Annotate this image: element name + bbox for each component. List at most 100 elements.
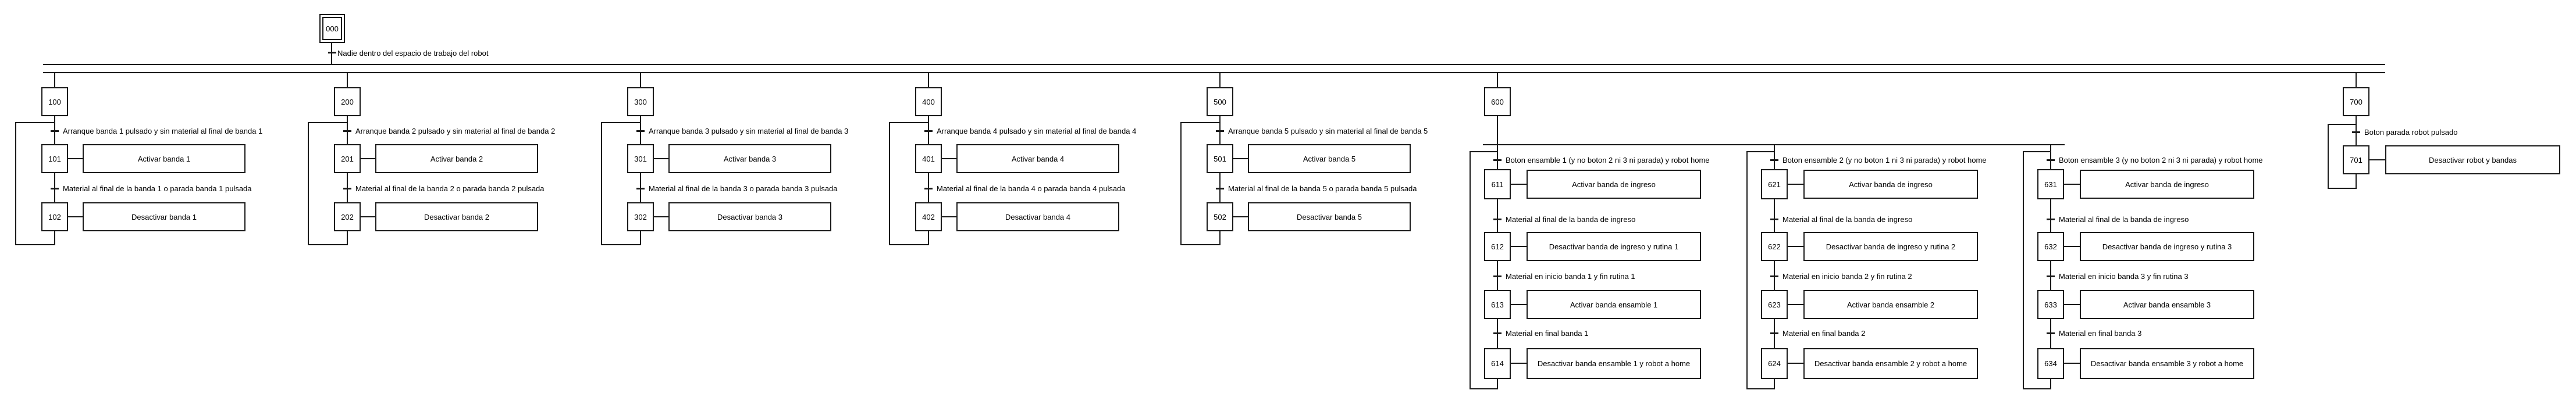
loop-return-line (1180, 122, 1220, 245)
action-link-line (1511, 304, 1527, 305)
transition-tick (2352, 131, 2360, 133)
action-label: Desactivar banda ensamble 1 y robot a ho… (1537, 359, 1691, 368)
flow-line (347, 72, 348, 87)
transition-label: Boton parada robot pulsado (2364, 128, 2458, 137)
transition-tick (1216, 130, 1224, 132)
transition-label: Boton ensamble 1 (y no boton 2 ni 3 ni p… (1506, 156, 1710, 164)
step-box: 614 (1484, 348, 1511, 379)
action-link-line (2064, 184, 2080, 185)
action-box: Desactivar banda ensamble 2 y robot a ho… (1803, 348, 1978, 379)
action-label: Desactivar banda de ingreso y rutina 3 (2102, 242, 2232, 251)
step-number: 200 (341, 97, 354, 106)
step-box: 201 (334, 144, 361, 173)
and-divergence-line (43, 64, 2385, 65)
action-link-line (361, 216, 375, 217)
action-label: Desactivar banda ensamble 2 y robot a ho… (1814, 359, 1967, 368)
loop-return-line (1470, 151, 1497, 389)
action-box: Desactivar robot y bandas (2385, 145, 2560, 174)
transition-label: Material en inicio banda 1 y fin rutina … (1506, 272, 1635, 281)
action-box: Desactivar banda de ingreso y rutina 3 (2080, 232, 2254, 261)
action-label: Activar banda ensamble 3 (2123, 300, 2211, 309)
action-link-line (68, 158, 83, 159)
action-link-line (1788, 184, 1803, 185)
step-number: 302 (634, 212, 647, 221)
step-box: 102 (41, 202, 68, 231)
action-link-line (1511, 363, 1527, 364)
transition-tick (2047, 275, 2055, 277)
action-label: Activar banda de ingreso (2125, 180, 2209, 189)
step-box: 300 (627, 87, 654, 116)
flow-line (54, 72, 55, 87)
step-box: 200 (334, 87, 361, 116)
step-box: 600 (1484, 87, 1511, 116)
transition-label: Material en final banda 2 (1782, 329, 1866, 338)
transition-tick (1493, 219, 1502, 220)
action-box: Desactivar banda 4 (956, 202, 1119, 231)
step-number: 202 (341, 212, 354, 221)
transition-tick (2047, 219, 2055, 220)
step-box: 402 (915, 202, 942, 231)
action-label: Activar banda ensamble 1 (1570, 300, 1658, 309)
flow-line (1497, 116, 1498, 144)
step-box: 101 (41, 144, 68, 173)
transition-label: Material al final de la banda de ingreso (1506, 215, 1636, 224)
action-label: Desactivar banda de ingreso y rutina 2 (1826, 242, 1956, 251)
step-number: 201 (341, 154, 354, 163)
action-link-line (942, 158, 956, 159)
step-number: 501 (1214, 154, 1226, 163)
step-box: 400 (915, 87, 942, 116)
action-label: Desactivar banda ensamble 3 y robot a ho… (2090, 359, 2244, 368)
step-box: 621 (1761, 169, 1788, 199)
transition-tick (924, 130, 933, 132)
action-box: Activar banda de ingreso (2080, 170, 2254, 199)
step-box: 401 (915, 144, 942, 173)
transition-tick (1493, 275, 1502, 277)
action-box: Desactivar banda 1 (83, 202, 245, 231)
transition-label: Material al final de la banda 5 o parada… (1228, 184, 1417, 193)
action-link-line (942, 216, 956, 217)
flow-line (2356, 174, 2357, 189)
action-link-line (1788, 363, 1803, 364)
flow-line (928, 231, 929, 245)
step-number: 700 (2350, 97, 2362, 106)
transition-label: Material al final de la banda 1 o parada… (63, 184, 252, 193)
loop-return-line (308, 122, 347, 245)
flow-line (1497, 72, 1498, 87)
step-number: 102 (48, 212, 61, 221)
action-label: Desactivar banda 5 (1296, 212, 1362, 221)
action-box: Desactivar banda 2 (375, 202, 538, 231)
action-link-line (1788, 246, 1803, 247)
and-divergence-line (43, 72, 2385, 73)
action-label: Desactivar robot y bandas (2428, 155, 2517, 164)
transition-label: Material al final de la banda 2 o parada… (355, 184, 545, 193)
transition-label: Arranque banda 3 pulsado y sin material … (649, 127, 849, 135)
transition-tick (51, 188, 59, 189)
step-number: 502 (1214, 212, 1226, 221)
transition-label: Material al final de la banda 4 o parada… (937, 184, 1126, 193)
step-number: 632 (2044, 242, 2057, 251)
transition-label: Material en inicio banda 2 y fin rutina … (1782, 272, 1912, 281)
flow-line (1774, 145, 1775, 169)
action-box: Desactivar banda de ingreso y rutina 2 (1803, 232, 1978, 261)
transition-tick (1770, 159, 1778, 161)
step-number: 600 (1491, 97, 1504, 106)
transition-label: Material en final banda 3 (2059, 329, 2142, 338)
step-box: 631 (2037, 169, 2064, 199)
transition-tick (636, 130, 645, 132)
step-box: 632 (2037, 232, 2064, 261)
action-box: Desactivar banda de ingreso y rutina 1 (1527, 232, 1701, 261)
loop-return-line (2328, 124, 2356, 189)
step-box: 700 (2343, 87, 2369, 116)
step-box: 634 (2037, 348, 2064, 379)
flow-line (1219, 231, 1221, 245)
action-label: Activar banda de ingreso (1572, 180, 1656, 189)
action-box: Activar banda ensamble 1 (1527, 290, 1701, 319)
step-box: 633 (2037, 290, 2064, 319)
step-box: 100 (41, 87, 68, 116)
transition-tick (343, 130, 351, 132)
flow-line (1774, 379, 1775, 389)
flow-line (2050, 145, 2051, 169)
flow-line (2050, 379, 2051, 389)
transition-label: Arranque banda 2 pulsado y sin material … (355, 127, 556, 135)
